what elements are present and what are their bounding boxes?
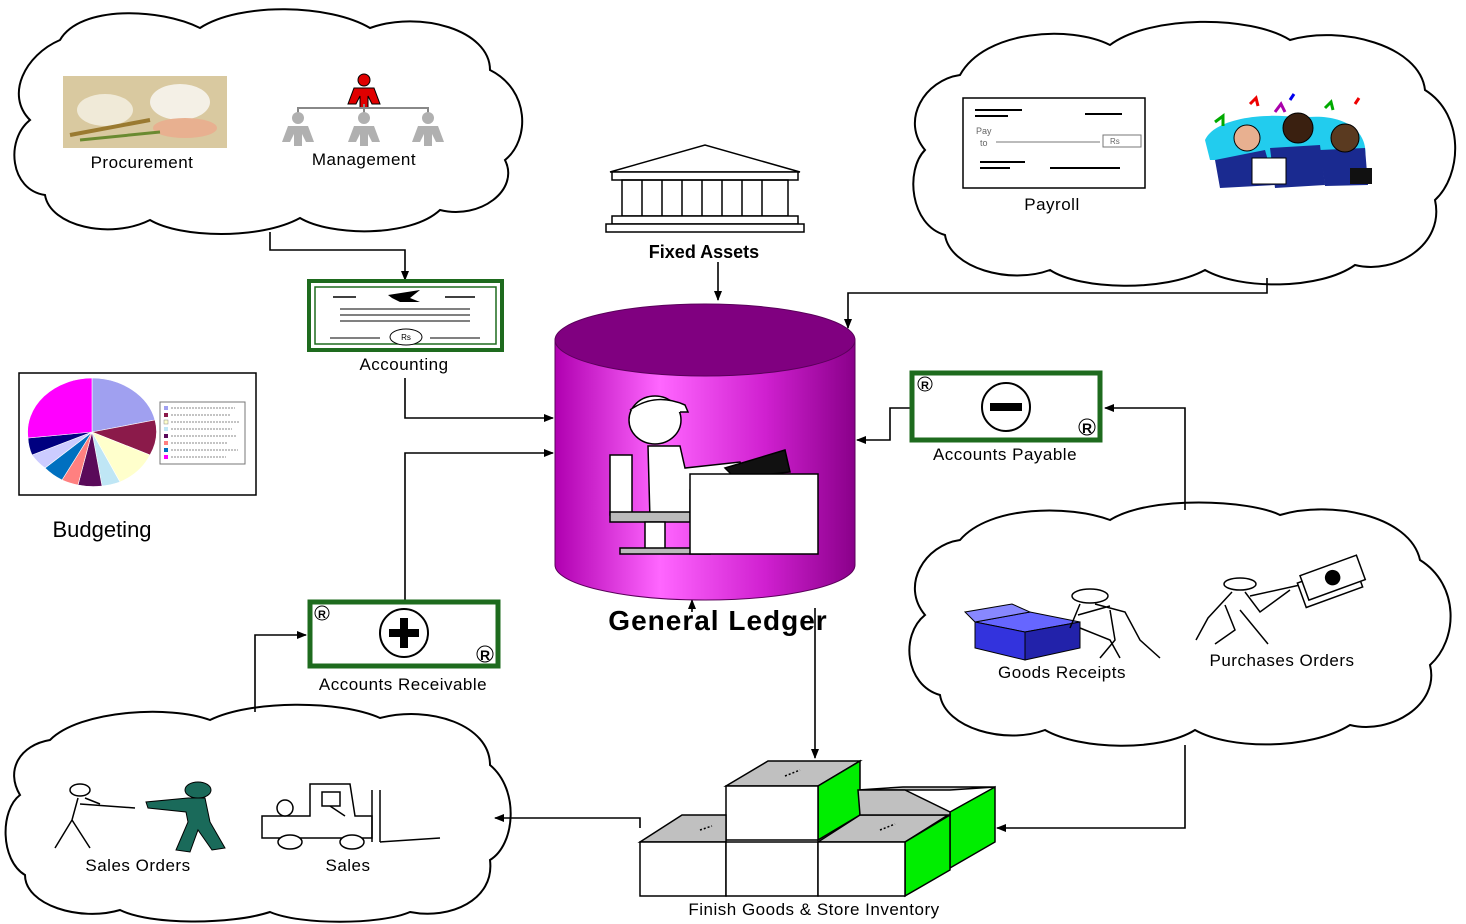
pie-legend-icon (159, 401, 246, 465)
svg-text:R: R (480, 647, 490, 663)
connector-goods-inventory (996, 745, 1186, 832)
svg-text:Rs: Rs (401, 333, 411, 342)
management-label: Management (312, 150, 416, 169)
sales-label: Sales (325, 856, 370, 875)
inventory-node: Finish Goods & Store Inventory (637, 759, 996, 919)
pen-shape (69, 118, 151, 137)
connector-receivable-ledger (404, 449, 554, 600)
ledger-title: General Ledger (608, 605, 827, 636)
accounts-receivable-label: Accounts Receivable (319, 675, 487, 694)
connector-accounting-ledger (404, 378, 554, 422)
cloud-sales (4, 703, 512, 923)
stacked-boxes-icon (637, 759, 996, 898)
goods-receipts-label: Goods Receipts (998, 663, 1126, 682)
connector-payable-ledger (856, 407, 910, 444)
cloud-procurement-management (13, 8, 524, 235)
forklift-icon (261, 783, 441, 850)
svg-text:Pay: Pay (976, 126, 992, 136)
accounting-label: Accounting (359, 355, 448, 374)
purchases-orders-node: Purchases Orders (1195, 554, 1367, 670)
connectors (254, 232, 1268, 832)
accounts-payable-label: Accounts Payable (933, 445, 1077, 464)
org-chart-icon (282, 73, 444, 146)
paper-shape (77, 94, 133, 126)
procurement-node: Procurement (63, 76, 227, 172)
person-reaching-icon (1195, 554, 1367, 645)
ledger-cylinder-top (554, 303, 856, 377)
hand-shape (153, 118, 217, 138)
svg-text:to: to (980, 138, 988, 148)
certificate-icon: Rs (307, 279, 504, 352)
accounts-payable-node: R R Accounts Payable (909, 370, 1103, 464)
budgeting-node: Budgeting (18, 372, 257, 542)
bank-building-icon (605, 144, 805, 233)
fixed-assets-label: Fixed Assets (649, 242, 759, 262)
minus-note-icon: R R (909, 370, 1103, 443)
box-delivery-icon (963, 588, 1161, 661)
cloud-goods-purchases (908, 501, 1452, 747)
svg-text:R: R (318, 609, 326, 621)
connector-procurement-accounting (269, 232, 409, 281)
inventory-label: Finish Goods & Store Inventory (688, 900, 939, 919)
connector-purchases-payable (1104, 404, 1186, 510)
connector-inventory-sales (494, 814, 641, 828)
handshake-people-icon (54, 781, 226, 853)
management-node: Management (282, 73, 444, 169)
pie-chart-icon (27, 377, 157, 487)
cloud-payroll (912, 20, 1457, 287)
paycheck-icon: Pay to Rs (962, 97, 1146, 189)
budgeting-label: Budgeting (52, 517, 151, 542)
pen-shape (79, 130, 161, 142)
procurement-label: Procurement (91, 153, 194, 172)
sales-orders-node: Sales Orders (54, 781, 226, 875)
connector-sales-receivable (254, 631, 307, 712)
plus-note-icon: R R (307, 599, 501, 669)
fixed-assets-node: Fixed Assets (605, 144, 805, 262)
sales-node: Sales (261, 783, 441, 875)
connector-payroll-ledger (844, 278, 1268, 329)
goods-receipts-node: Goods Receipts (963, 588, 1161, 682)
payroll-label: Payroll (1024, 195, 1079, 214)
purchases-orders-label: Purchases Orders (1210, 651, 1355, 670)
svg-text:R: R (921, 380, 929, 392)
general-ledger-node: General Ledger (554, 303, 856, 636)
clerk-at-desk-icon (609, 395, 819, 555)
accounting-node: Rs Accounting (307, 279, 504, 374)
payroll-node: Pay to Rs Payroll (962, 93, 1372, 214)
paper-shape (150, 84, 210, 120)
svg-text:R: R (1082, 420, 1092, 436)
svg-text:Rs: Rs (1110, 137, 1120, 146)
accounts-receivable-node: R R Accounts Receivable (307, 599, 501, 694)
sales-orders-label: Sales Orders (85, 856, 190, 875)
singing-people-icon (1205, 93, 1372, 188)
